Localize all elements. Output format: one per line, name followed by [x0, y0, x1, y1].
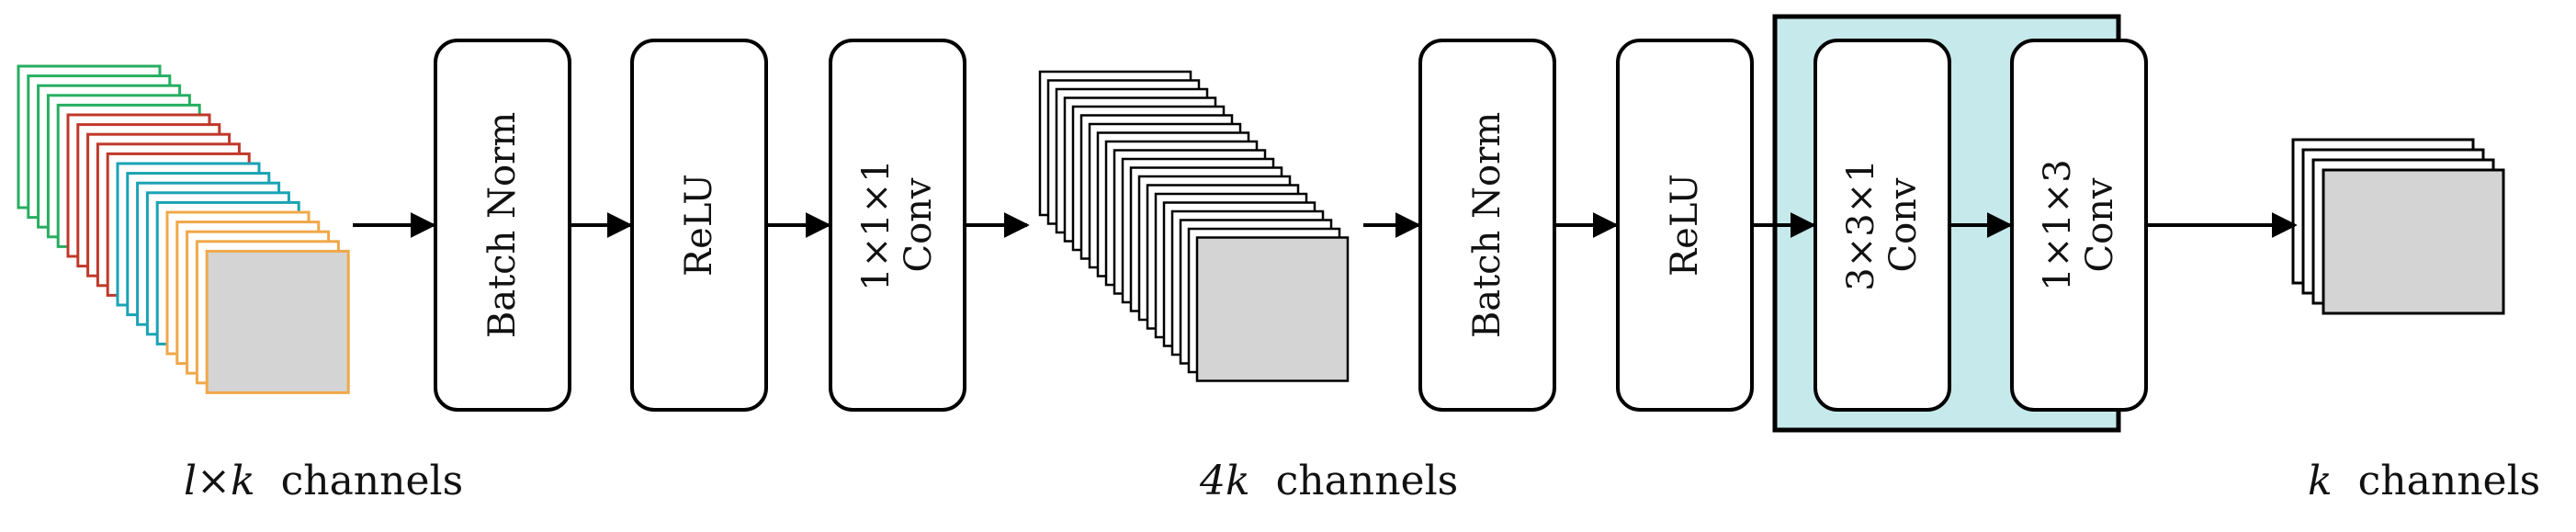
relu2-label-line-1: ReLU [1664, 174, 1706, 277]
input-feature-map-20 [205, 249, 350, 394]
conv113-label-line-2: Conv [2079, 177, 2121, 272]
conv-1x1x3-block-label: 1×1×3Conv [2037, 159, 2121, 290]
bn1-label-line-1: Batch Norm [481, 112, 524, 338]
conv1-label-line-2: Conv [898, 177, 940, 272]
bn2-label-line-1: Batch Norm [1466, 112, 1508, 338]
output-channels-math: k [2308, 458, 2333, 504]
output-channels-text: channels [2357, 458, 2541, 504]
middle-feature-stack [1038, 70, 1350, 382]
input-channels-text: channels [280, 458, 464, 504]
input-channels-caption: l×k channels [184, 458, 463, 504]
conv-3x3x1-block-label: 3×3×1Conv [1840, 159, 1925, 290]
relu-block-2: ReLU [1616, 39, 1754, 412]
output-feature-map-4 [2322, 168, 2505, 315]
relu1-label-line-1: ReLU [678, 174, 720, 277]
batch-norm-block-2-label: Batch Norm [1466, 112, 1508, 338]
middle-channels-caption: 4k channels [1200, 458, 1458, 504]
middle-feature-map-20 [1195, 236, 1350, 382]
conv-1x1x3-block: 1×1×3Conv [2010, 39, 2148, 412]
middle-channels-text: channels [1275, 458, 1459, 504]
input-channels-math: l×k [184, 458, 255, 504]
conv1-label-line-1: 1×1×1 [855, 159, 898, 290]
conv-3x3x1-block: 3×3×1Conv [1813, 39, 1951, 412]
relu-block-1-label: ReLU [678, 174, 720, 277]
middle-channels-math: 4k [1200, 458, 1250, 504]
conv-1x1x1-block-label: 1×1×1Conv [855, 159, 940, 290]
conv331-label-line-1: 3×3×1 [1840, 159, 1882, 290]
relu-block-2-label: ReLU [1664, 174, 1706, 277]
batch-norm-block-1: Batch Norm [434, 39, 571, 412]
conv-1x1x1-block: 1×1×1Conv [829, 39, 966, 412]
conv113-label-line-1: 1×1×3 [2037, 159, 2079, 290]
relu-block-1: ReLU [630, 39, 768, 412]
batch-norm-block-1-label: Batch Norm [481, 112, 524, 338]
batch-norm-block-2: Batch Norm [1418, 39, 1556, 412]
input-feature-stack [17, 64, 350, 394]
conv331-label-line-2: Conv [1882, 177, 1925, 272]
output-channels-caption: k channels [2308, 458, 2540, 504]
output-feature-stack [2291, 138, 2505, 315]
